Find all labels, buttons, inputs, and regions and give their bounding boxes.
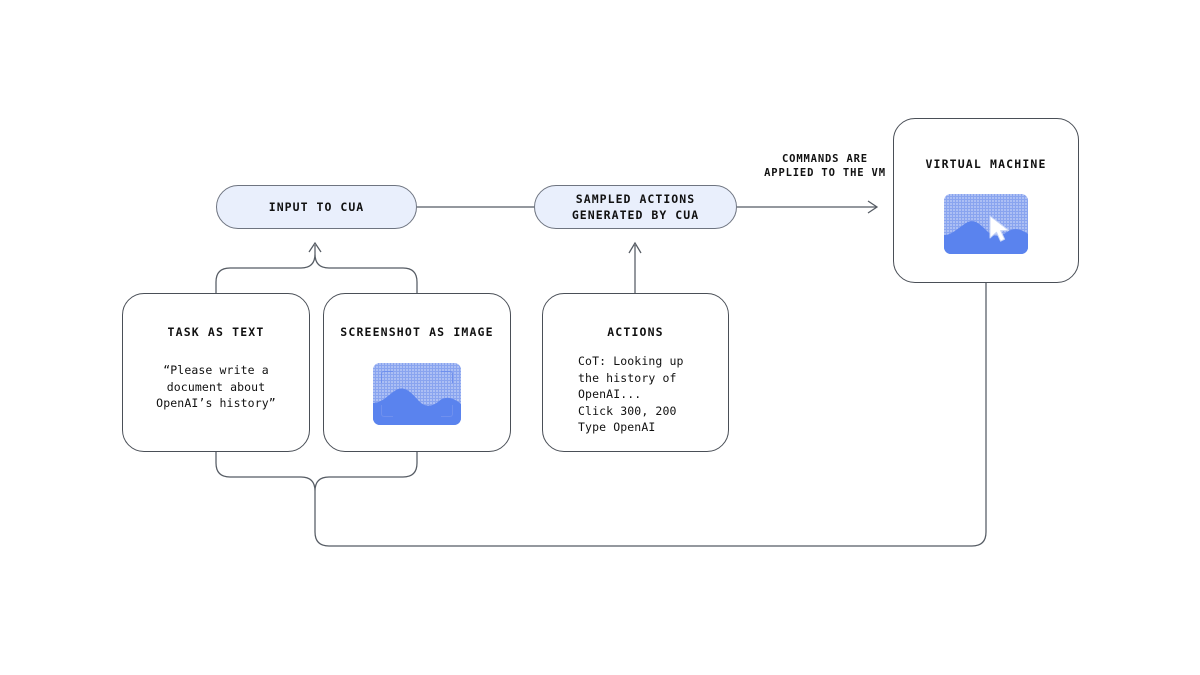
arrowhead-to-input <box>308 241 322 253</box>
commands-applied-caption: COMMANDS ARE APPLIED TO THE VM <box>764 153 886 180</box>
crop-bracket-top-right <box>441 371 453 383</box>
crop-bracket-bottom-right <box>441 405 453 417</box>
input-to-cua-label: INPUT TO CUA <box>268 199 365 214</box>
edge-brace-top <box>215 253 418 293</box>
edge-feedback-loop <box>314 283 987 547</box>
arrowhead-to-sampled <box>628 241 642 254</box>
actions-title: ACTIONS <box>607 325 664 339</box>
screenshot-wave-icon <box>373 388 461 425</box>
task-as-text-title: TASK AS TEXT <box>167 325 265 339</box>
screenshot-as-image-title: SCREENSHOT AS IMAGE <box>340 325 494 339</box>
screenshot-placeholder-icon <box>373 363 461 425</box>
actions-body: CoT: Looking up the history of OpenAI...… <box>578 354 684 435</box>
arrowhead-to-vm <box>867 200 879 214</box>
node-actions[interactable]: ACTIONS CoT: Looking up the history of O… <box>542 293 729 452</box>
node-virtual-machine[interactable]: VIRTUAL MACHINE <box>893 118 1079 283</box>
node-screenshot-as-image[interactable]: SCREENSHOT AS IMAGE <box>323 293 511 452</box>
virtual-machine-title: VIRTUAL MACHINE <box>925 157 1047 171</box>
sampled-actions-label: SAMPLED ACTIONS GENERATED BY CUA <box>571 191 700 222</box>
task-as-text-body: “Please write a document about OpenAI’s … <box>156 363 276 411</box>
node-sampled-actions[interactable]: SAMPLED ACTIONS GENERATED BY CUA <box>534 185 737 229</box>
node-input-to-cua[interactable]: INPUT TO CUA <box>216 185 417 229</box>
edge-brace-bottom <box>215 452 418 492</box>
screen-wave-icon <box>944 221 1028 254</box>
crop-bracket-top-left <box>381 371 393 383</box>
mouse-cursor-icon <box>989 215 1009 242</box>
virtual-machine-screen-icon <box>944 194 1028 254</box>
node-task-as-text[interactable]: TASK AS TEXT “Please write a document ab… <box>122 293 310 452</box>
crop-bracket-bottom-left <box>381 405 393 417</box>
